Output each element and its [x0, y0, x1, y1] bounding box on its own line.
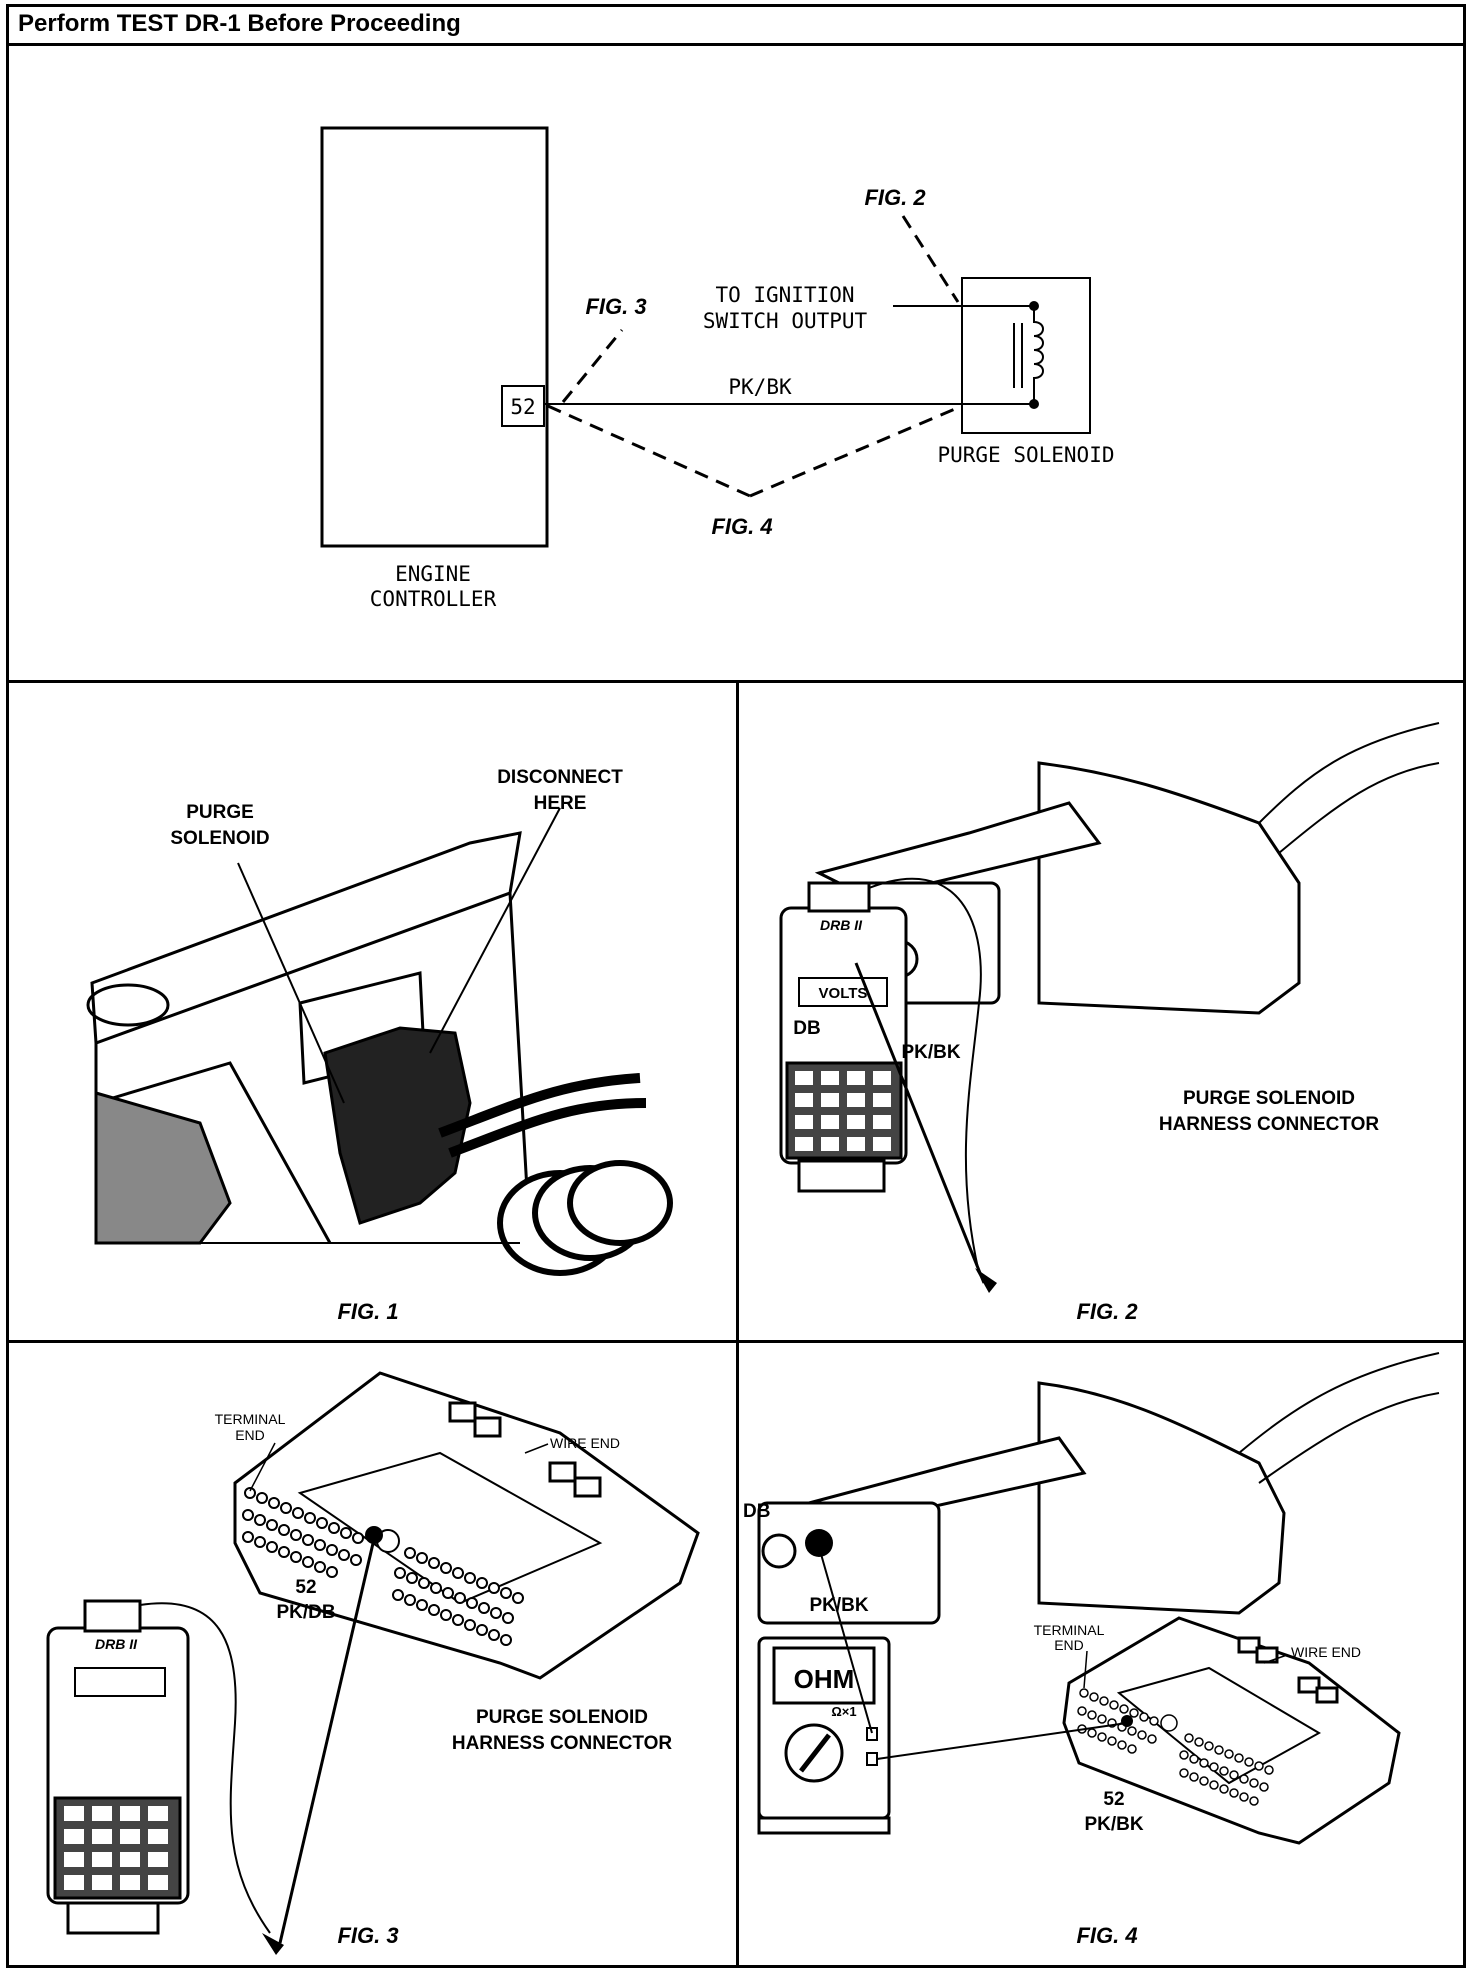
fig4-meter	[757, 1636, 891, 1835]
fig4-pin-color: PK/BK	[1084, 1814, 1143, 1835]
fig1-caption: FIG. 1	[337, 1299, 398, 1324]
purge-solenoid-body	[323, 1026, 472, 1225]
fig2-caption: FIG. 2	[1076, 1299, 1138, 1324]
page-title: Perform TEST DR-1 Before Proceeding	[18, 10, 461, 37]
controller-label-2: CONTROLLER	[370, 587, 497, 611]
fig3-probe	[262, 1933, 284, 1955]
fig4-meter-range: Ω×1	[831, 1704, 856, 1719]
fig4-dash-right	[749, 404, 963, 498]
wire-label: PK/BK	[728, 375, 792, 399]
fig4-db-label: DB	[743, 1501, 770, 1522]
schematic-fig3-label: FIG. 3	[585, 294, 646, 319]
fig4-ecu-connector	[1062, 1616, 1401, 1845]
fig4-pin-number: 52	[1103, 1789, 1124, 1810]
duct-coils	[497, 1160, 673, 1276]
fig4-meter-display: OHM	[794, 1664, 855, 1694]
fig2-pkbk-label: PK/BK	[901, 1042, 960, 1063]
fig3-wire-end-label: WIRE END	[550, 1435, 620, 1451]
fig4-terminal-label-1: TERMINAL	[1034, 1622, 1105, 1638]
schematic-fig4-label: FIG. 4	[711, 514, 772, 539]
fig3-terminal-label-2: END	[235, 1427, 265, 1443]
fig2-connector-label-2: HARNESS CONNECTOR	[1159, 1114, 1380, 1135]
ignition-label-2: SWITCH OUTPUT	[703, 309, 868, 333]
fig4-caption: FIG. 4	[1076, 1923, 1137, 1948]
fig4-db-cavity	[761, 1533, 797, 1569]
fig3-connector-label-1: PURGE SOLENOID	[476, 1707, 648, 1728]
fig3-pin-color: PK/DB	[276, 1602, 335, 1623]
solenoid-coil	[1033, 306, 1044, 404]
air-cleaner-oval	[86, 983, 170, 1027]
fig3-ecu-connector	[233, 1371, 700, 1680]
fig1-purge-label-2: SOLENOID	[170, 828, 269, 849]
fig3-probe-wire	[278, 1538, 376, 1944]
fig4-pin-52	[1121, 1715, 1133, 1727]
solenoid-hoses	[438, 1073, 647, 1158]
fig3-terminal-label-1: TERMINAL	[215, 1411, 286, 1427]
fig3-terminal-leader	[249, 1442, 276, 1492]
fig1-illustration: PURGE SOLENOID DISCONNECT HERE FIG. 1	[86, 767, 673, 1324]
fig4-terminal-label-2: END	[1054, 1637, 1084, 1653]
fig4-illustration: OHM Ω×1 DB PK/BK TERMINAL END WIRE END 5…	[743, 1352, 1440, 1948]
fig3-pin-rows	[242, 1487, 524, 1646]
fig3-caption: FIG. 3	[337, 1923, 398, 1948]
fig4-terminal-leader	[1083, 1650, 1088, 1689]
fig3-pin-52	[365, 1526, 383, 1544]
fig4-dash-left	[547, 404, 751, 498]
fig3-connector-label-2: HARNESS CONNECTOR	[452, 1733, 673, 1754]
fig3-illustration: DRB II TERMINAL END WIRE END 52 PK/DB PU…	[46, 1371, 700, 1955]
page-header: Perform TEST DR-1 Before Proceeding	[6, 4, 1466, 46]
fig2-probe	[975, 1268, 997, 1293]
purge-leader	[237, 862, 345, 1104]
fig1-disconnect-label-2: HERE	[534, 793, 587, 814]
engine-controller-box	[320, 126, 549, 548]
fig2-keypad-keys	[795, 1071, 891, 1151]
fig2-db-label: DB	[793, 1018, 820, 1039]
controller-label-1: ENGINE	[395, 562, 471, 586]
fig2-probe-wire	[854, 962, 986, 1284]
solenoid-label: PURGE SOLENOID	[937, 443, 1114, 467]
fig3-dash	[561, 329, 624, 403]
solenoid-terminal-bottom	[1029, 399, 1039, 409]
throttle-body	[94, 1091, 232, 1245]
fig4-pkbk-top-label: PK/BK	[809, 1595, 868, 1616]
fig4-pkbk-cavity	[805, 1529, 833, 1557]
fig1-disconnect-label-1: DISCONNECT	[497, 767, 623, 788]
schematic-fig2-label: FIG. 2	[864, 185, 926, 210]
fig2-dash	[901, 215, 960, 303]
fig3-pin-number: 52	[295, 1577, 316, 1598]
fig4-harness-connector	[757, 1352, 1440, 1625]
fig4-lead-bottom	[876, 1722, 1128, 1760]
pin-52-box	[501, 385, 545, 427]
fig4-wire-end-label: WIRE END	[1291, 1644, 1361, 1660]
fig2-illustration: DRB II VOLTS DB PK/BK PURGE SOLENOID HAR…	[779, 722, 1440, 1324]
ignition-label-1: TO IGNITION	[715, 283, 854, 307]
fig2-connector-label-1: PURGE SOLENOID	[1183, 1088, 1355, 1109]
fig3-keypad-keys	[64, 1806, 168, 1890]
fig3-wire-end-leader	[524, 1443, 549, 1454]
fig2-tester-brand: DRB II	[820, 917, 863, 933]
fig3-test-lead	[139, 1602, 271, 1934]
engine-hood-outline	[90, 831, 522, 1046]
fig1-purge-label-1: PURGE	[186, 802, 254, 823]
fig4-wire-end-leader	[1263, 1654, 1288, 1664]
purge-solenoid-box	[961, 277, 1091, 434]
disconnect-leader	[429, 807, 561, 1054]
fig4-pin-rows	[1077, 1688, 1274, 1806]
fig2-test-lead	[868, 877, 982, 1274]
schematic-diagram: 52 ENGINE CONTROLLER PK/BK TO IGNITION S…	[320, 126, 1115, 611]
fig3-tester-brand: DRB II	[95, 1636, 138, 1652]
solenoid-terminal-top	[1029, 301, 1039, 311]
fig2-tester-display: VOLTS	[819, 985, 868, 1002]
divider-vertical	[736, 680, 739, 1968]
pin-label: 52	[510, 395, 535, 419]
fig4-lead-top	[818, 1546, 873, 1734]
